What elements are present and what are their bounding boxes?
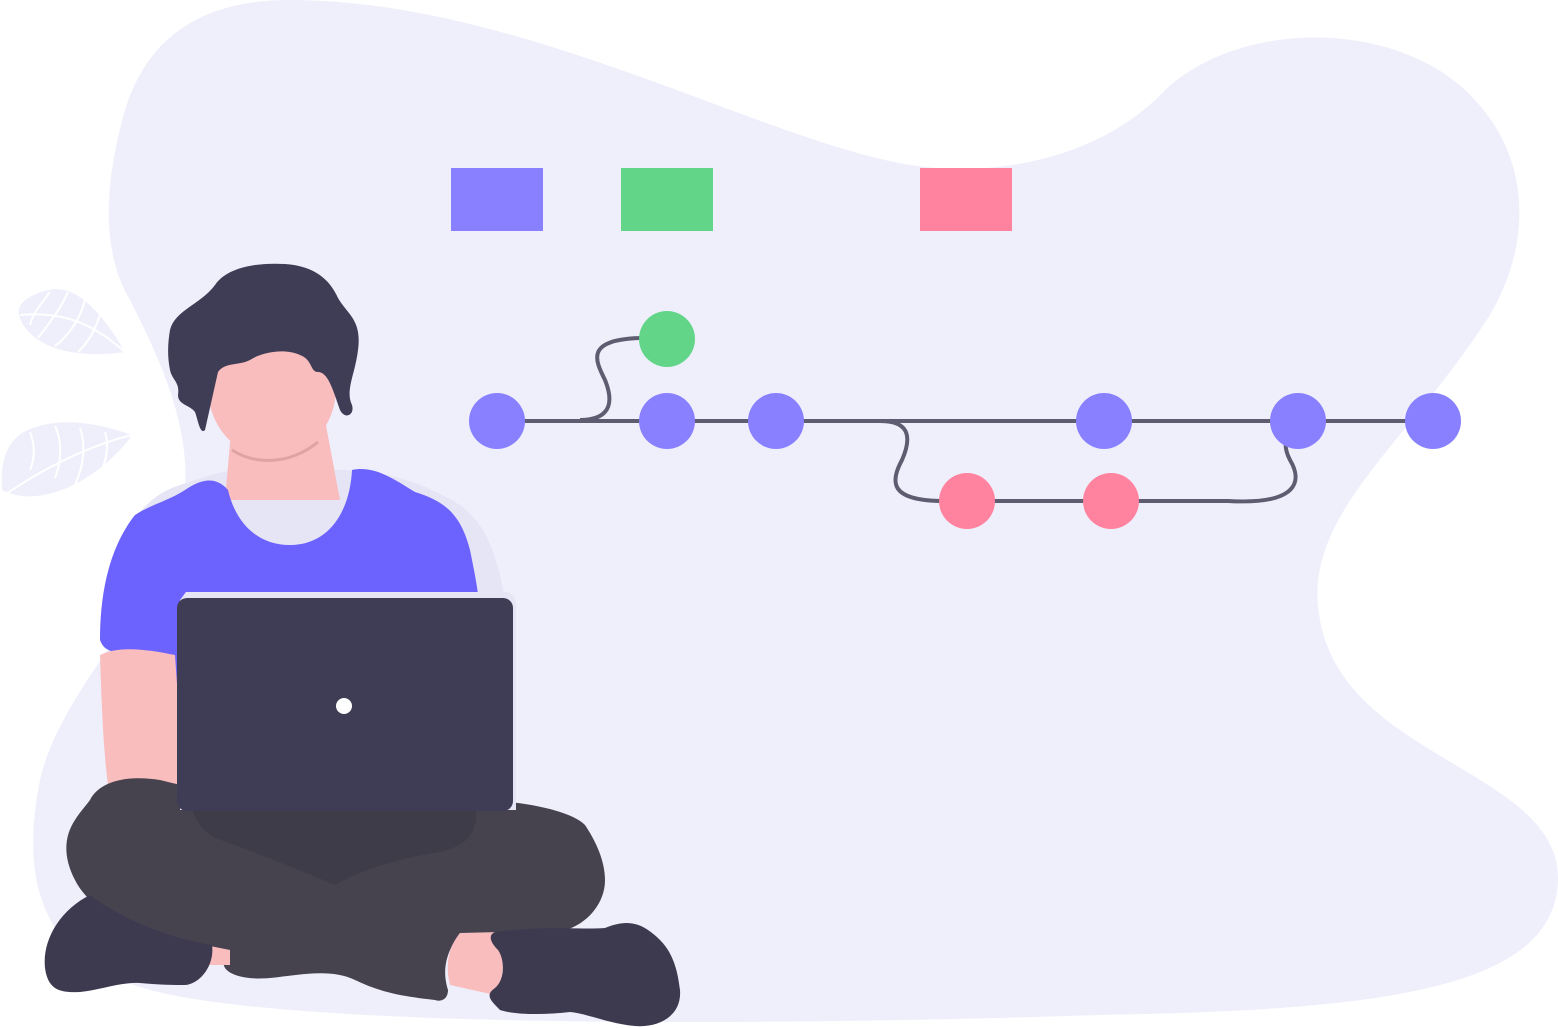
commit-node-main bbox=[1270, 393, 1326, 449]
leaf-icon bbox=[18, 289, 126, 355]
green-branch-swatch bbox=[621, 168, 713, 231]
left-shoe bbox=[44, 895, 213, 993]
commit-node-green bbox=[639, 311, 695, 367]
person-figure bbox=[44, 263, 681, 1027]
right-shoe bbox=[489, 923, 681, 1027]
commit-nodes bbox=[469, 311, 1461, 529]
leaf-icon bbox=[1, 422, 133, 497]
hair bbox=[168, 263, 359, 431]
commit-node-main bbox=[748, 393, 804, 449]
commit-node-main bbox=[469, 393, 525, 449]
laptop-logo-icon bbox=[336, 698, 352, 714]
commit-node-main bbox=[1405, 393, 1461, 449]
commit-node-main bbox=[639, 393, 695, 449]
commit-node-red bbox=[1083, 473, 1139, 529]
red-branch-swatch bbox=[920, 168, 1012, 231]
main-branch-swatch bbox=[451, 168, 543, 231]
laptop bbox=[177, 592, 516, 811]
left-arm bbox=[100, 649, 185, 800]
right-foot bbox=[447, 932, 504, 995]
commit-node-main bbox=[1076, 393, 1132, 449]
commit-node-red bbox=[939, 473, 995, 529]
